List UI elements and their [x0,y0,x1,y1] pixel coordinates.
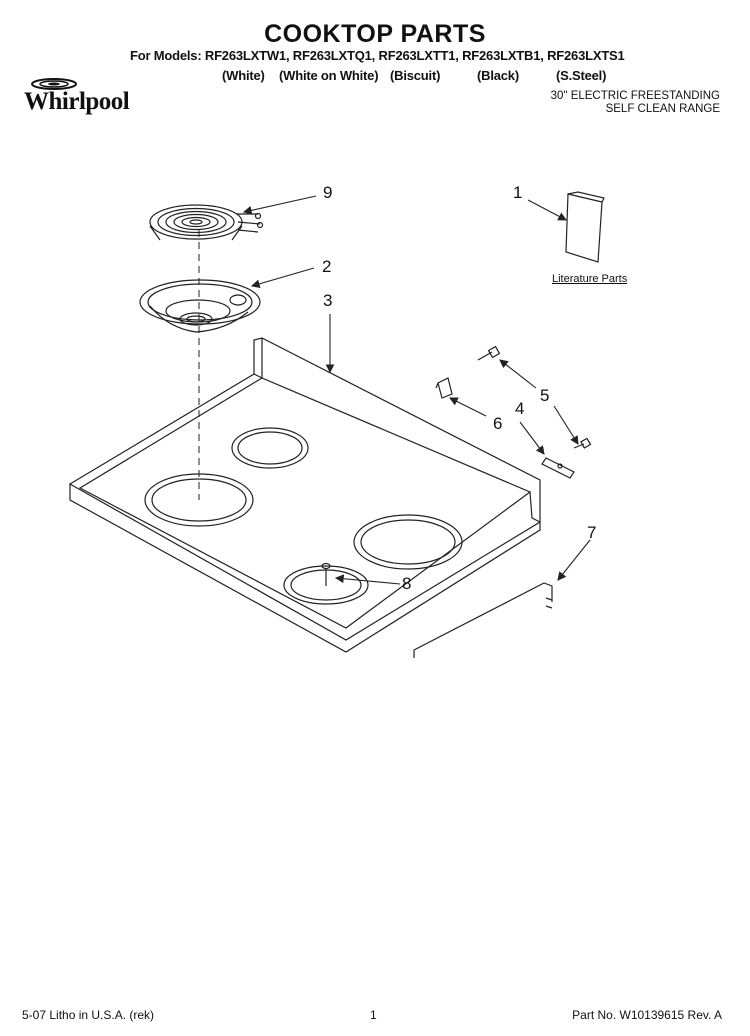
callout-8: 8 [402,574,412,593]
callout-4: 4 [515,399,525,418]
callout-9: 9 [323,183,333,202]
logo-swirl-icon [31,78,77,90]
surface-element [149,204,264,241]
footer-litho: 5-07 Litho in U.S.A. (rek) [22,1008,155,1022]
brand-logo: Whirlpool [22,74,152,122]
callout-2: 2 [322,257,332,276]
models-line: For Models: RF263LXTW1, RF263LXTQ1, RF26… [130,48,625,63]
burner-screw [321,562,331,586]
appliance-description: 30" ELECTRIC FREESTANDING SELF CLEAN RAN… [551,90,720,116]
leader-6 [449,397,487,417]
leader-4 [519,421,545,455]
drip-bowl [139,279,261,333]
leader-2 [250,267,315,289]
callout-5: 5 [540,386,550,405]
front-trim [413,582,553,658]
description-line-1: 30" ELECTRIC FREESTANDING [550,90,720,102]
leader-7 [557,539,591,581]
hinge-bracket [541,457,575,479]
cooktop-panel [68,337,541,653]
leader-5b [553,405,579,445]
callout-7: 7 [587,523,597,542]
page-title: COOKTOP PARTS [264,20,486,48]
callout-6: 6 [493,414,503,433]
mounting-screw-upper [477,345,501,361]
color-white-on-white: (White on White) [279,68,379,83]
leader-1 [527,199,567,221]
color-white: (White) [222,68,265,83]
description-line-2: SELF CLEAN RANGE [605,103,720,115]
bracket-clip [435,377,453,399]
callout-1: 1 [513,183,523,202]
leader-8 [334,574,401,585]
leader-5a [499,359,537,389]
brand-name: Whirlpool [24,88,130,115]
color-biscuit: (Biscuit) [390,68,441,83]
mounting-screw-lower [573,437,592,449]
literature-booklet [565,191,605,263]
footer-page-number: 1 [370,1008,377,1022]
footer-part-number: Part No. W10139615 Rev. A [572,1008,722,1022]
color-stainless: (S.Steel) [556,68,607,83]
leader-9 [242,195,317,215]
literature-label: Literature Parts [552,273,628,285]
color-black: (Black) [477,68,519,83]
callout-3: 3 [323,291,333,310]
